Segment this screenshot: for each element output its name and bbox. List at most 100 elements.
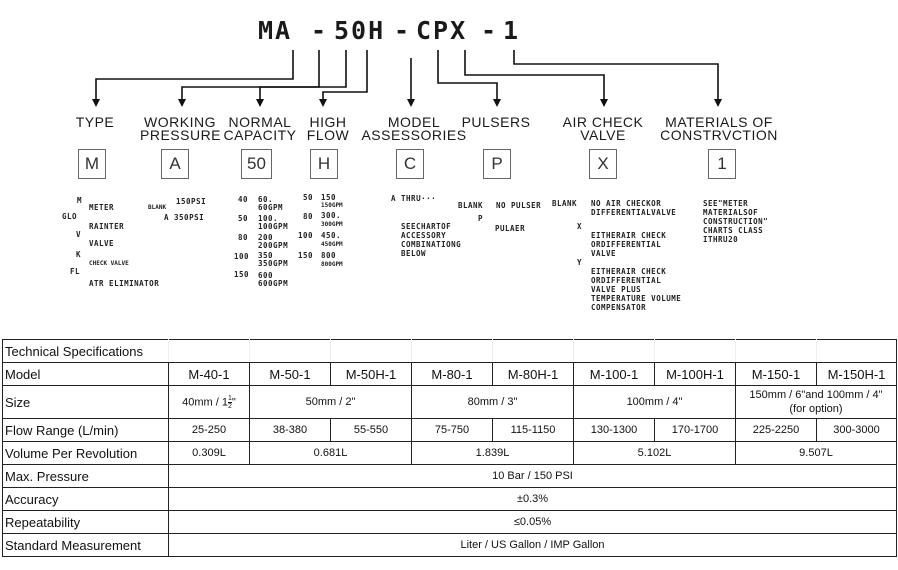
model-cell: M-50H-1 bbox=[330, 362, 412, 386]
volume-cell: 5.102L bbox=[573, 441, 736, 465]
type-code-v: V bbox=[76, 230, 82, 239]
row-label-standard: Standard Measurement bbox=[2, 533, 169, 557]
model-cell: M-80H-1 bbox=[492, 362, 574, 386]
table-row: Accuracy ±0.3% bbox=[2, 487, 897, 511]
flow-cell: 38-380 bbox=[249, 418, 331, 442]
flow-cell: 130-1300 bbox=[573, 418, 655, 442]
flow-cell: 75-750 bbox=[411, 418, 493, 442]
standard-cell: Liter / US Gallon / IMP Gallon bbox=[168, 533, 897, 557]
hf-150-val: 800 bbox=[321, 251, 337, 260]
cap-80: 80 bbox=[238, 233, 249, 242]
hf-80: 80 bbox=[303, 212, 314, 221]
acc-see-chart: SEECHARTOF ACCESSORY COMBINATIONG BELOW bbox=[401, 222, 462, 258]
pulser-blank: BLANK bbox=[458, 201, 484, 210]
flow-cell: 300-3000 bbox=[816, 418, 897, 442]
cap-100-val: 350 bbox=[258, 251, 274, 260]
volume-cell: 0.309L bbox=[168, 441, 250, 465]
header-pulsers: PULSERS bbox=[461, 114, 531, 130]
repeatability-cell: ≤0.05% bbox=[168, 510, 897, 534]
row-label-pressure: Max. Pressure bbox=[2, 464, 169, 488]
table-row: Model M-40-1 M-50-1 M-50H-1 M-80-1 M-80H… bbox=[2, 362, 897, 386]
air-blank: BLANK bbox=[552, 199, 578, 208]
box-pressure: A bbox=[161, 149, 189, 179]
air-y: Y bbox=[577, 258, 583, 267]
code-cpx: CPX bbox=[416, 16, 468, 45]
row-label-size: Size bbox=[2, 385, 169, 419]
model-cell: M-150H-1 bbox=[816, 362, 897, 386]
table-row: Max. Pressure 10 Bar / 150 PSI bbox=[2, 464, 897, 488]
connector-arrows bbox=[92, 50, 722, 107]
table-row: Volume Per Revolution 0.309L 0.681L 1.83… bbox=[2, 441, 897, 465]
box-high-flow: H bbox=[310, 149, 338, 179]
table-row: Repeatability ≤0.05% bbox=[2, 510, 897, 534]
size-cell-50: 50mm / 2" bbox=[249, 385, 412, 419]
air-blank-desc: NO AIR CHECKOR DIFFERENTIALVALVE bbox=[591, 199, 677, 217]
cap-150: 150 bbox=[234, 270, 250, 279]
code-50h: 50H bbox=[334, 16, 386, 45]
model-cell: M-100H-1 bbox=[654, 362, 736, 386]
table-row: Technical Specifications bbox=[2, 339, 897, 363]
cap-40-val: 60. bbox=[258, 195, 274, 204]
pressure-blank: BLANK bbox=[148, 204, 167, 211]
type-desc-meter: METER bbox=[89, 203, 115, 212]
hf-100-gpm: 450GPM bbox=[321, 241, 343, 248]
cap-100: 100 bbox=[234, 252, 250, 261]
cap-40: 40 bbox=[238, 195, 249, 204]
box-air-check: X bbox=[589, 149, 617, 179]
hf-50: 50 bbox=[303, 193, 314, 202]
code-dash-1: - bbox=[311, 16, 329, 45]
hf-50-gpm: 150GPM bbox=[321, 202, 343, 209]
type-desc-rainter: RAINTER bbox=[89, 222, 125, 231]
accuracy-cell: ±0.3% bbox=[168, 487, 897, 511]
table-row: Standard Measurement Liter / US Gallon /… bbox=[2, 533, 897, 557]
row-label-model: Model bbox=[2, 362, 169, 386]
box-accessories: C bbox=[396, 149, 424, 179]
cap-80-gpm: 200GPM bbox=[258, 241, 289, 250]
size-cell-80: 80mm / 3" bbox=[411, 385, 574, 419]
cap-150-gpm: 600GPM bbox=[258, 279, 289, 288]
cap-100-gpm: 350GPM bbox=[258, 259, 289, 268]
technical-specifications-table: Technical Specifications Model M-40-1 M-… bbox=[2, 339, 897, 557]
type-desc-valve: VALVE bbox=[89, 239, 115, 248]
flow-cell: 115-1150 bbox=[492, 418, 574, 442]
flow-cell: 225-2250 bbox=[735, 418, 817, 442]
size-cell-150: 150mm / 6"and 100mm / 4"(for option) bbox=[735, 385, 897, 419]
model-cell: M-80-1 bbox=[411, 362, 493, 386]
hf-150: 150 bbox=[298, 251, 314, 260]
code-ma: MA bbox=[258, 16, 293, 45]
materials-desc: SEE"METER MATERIALSOF CONSTRUCTION" CHAR… bbox=[703, 199, 769, 244]
table-row: Flow Range (L/min) 25-250 38-380 55-550 … bbox=[2, 418, 897, 442]
type-code-m: M bbox=[77, 196, 83, 205]
acc-a-thru: A THRU··· bbox=[391, 194, 437, 203]
box-type: M bbox=[78, 149, 106, 179]
air-y-desc: EITHERAIR CHECK ORDIFFERENTIAL VALVE PLU… bbox=[591, 267, 682, 312]
pressure-cell: 10 Bar / 150 PSI bbox=[168, 464, 897, 488]
flow-cell: 170-1700 bbox=[654, 418, 736, 442]
pulser-no-pulser: NO PULSER bbox=[496, 201, 542, 210]
box-materials: 1 bbox=[708, 149, 736, 179]
volume-cell: 0.681L bbox=[249, 441, 412, 465]
box-pulsers: P bbox=[483, 149, 511, 179]
hf-150-gpm: 800GPM bbox=[321, 261, 343, 268]
hf-80-val: 300. bbox=[321, 211, 342, 220]
row-label-accuracy: Accuracy bbox=[2, 487, 169, 511]
row-label-repeatability: Repeatability bbox=[2, 510, 169, 534]
type-code-fl: FL bbox=[70, 267, 81, 276]
size-cell-100: 100mm / 4" bbox=[573, 385, 736, 419]
type-desc-check-valve: CHECK VALVE bbox=[89, 260, 129, 267]
flow-cell: 55-550 bbox=[330, 418, 412, 442]
table-title: Technical Specifications bbox=[2, 339, 169, 363]
pulser-pulser: PULAER bbox=[495, 224, 526, 233]
hf-100-val: 450. bbox=[321, 231, 342, 240]
pulser-p: P bbox=[478, 214, 484, 223]
flow-cell: 25-250 bbox=[168, 418, 250, 442]
volume-cell: 9.507L bbox=[735, 441, 897, 465]
